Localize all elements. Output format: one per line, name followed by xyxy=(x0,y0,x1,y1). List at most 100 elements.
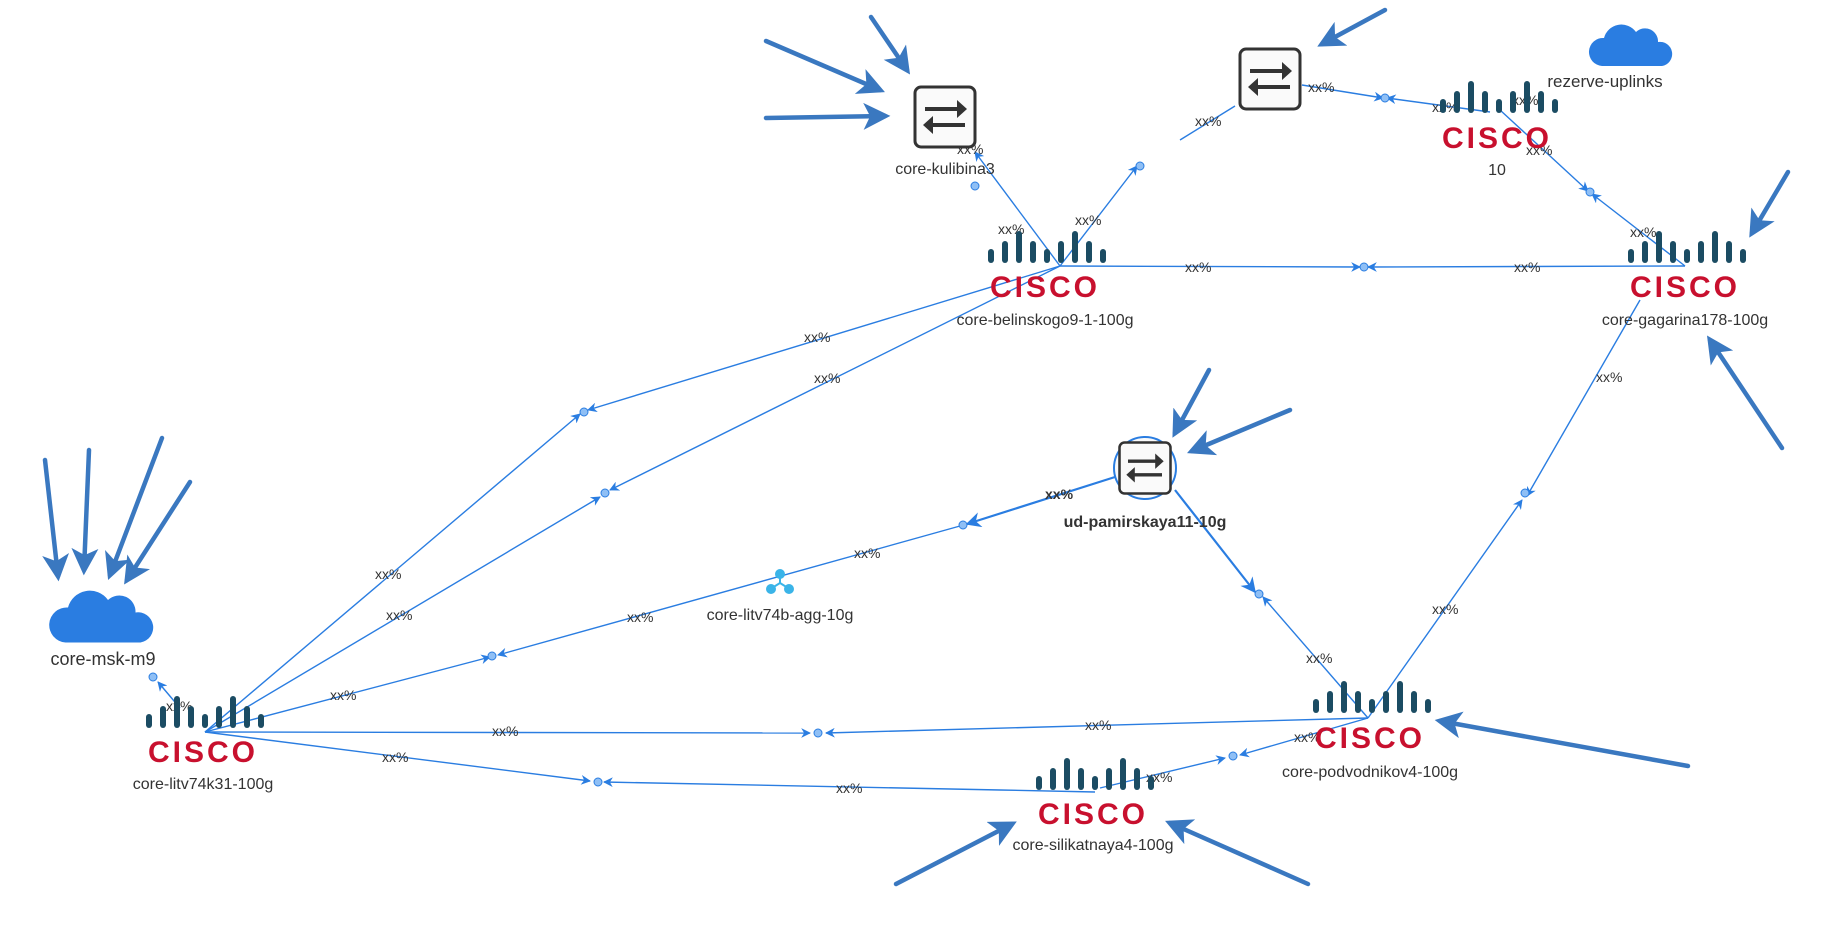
link-gagarina-podvodnikov[interactable] xyxy=(1526,299,1641,497)
annotation-arrow xyxy=(868,14,911,75)
annotation-arrow xyxy=(893,821,1017,887)
annotation-arrow xyxy=(1707,335,1785,451)
annotation-arrows xyxy=(42,7,1791,887)
link-belinskogo-gagarina[interactable] xyxy=(1059,262,1361,272)
link-label: xx% xyxy=(1306,650,1332,666)
link-silikatnaya-litv[interactable] xyxy=(603,777,1096,793)
link-belinskogo-litv-b[interactable] xyxy=(609,265,1061,491)
node-label: core-belinskogo9-1-100g xyxy=(957,312,1134,329)
link-label: xx% xyxy=(330,687,356,703)
link-gagarina-10[interactable] xyxy=(1591,193,1686,267)
annotation-arrow xyxy=(42,457,70,582)
link-agg-litv[interactable] xyxy=(497,525,961,658)
annotation-arrow xyxy=(1165,819,1311,887)
node-label: core-litv74k31-100g xyxy=(133,776,274,793)
links xyxy=(157,84,1686,793)
agg-icon xyxy=(766,569,794,594)
annotation-arrow xyxy=(1317,7,1388,47)
cisco-bars-icon xyxy=(1036,758,1154,790)
link-label: xx% xyxy=(1596,369,1622,385)
node-10[interactable]: CISCO 10 xyxy=(1440,81,1558,179)
link-label: xx% xyxy=(1514,259,1540,275)
link-label: xx% xyxy=(1526,142,1552,158)
node-label: core-litv74b-agg-10g xyxy=(707,607,854,624)
annotation-arrow xyxy=(1187,407,1293,456)
link-litv-belinskogo-b[interactable] xyxy=(204,496,601,733)
node-litv74b-agg[interactable]: core-litv74b-agg-10g xyxy=(707,569,854,624)
link-gagarina-belinskogo[interactable] xyxy=(1367,262,1686,272)
node-podvodnikov[interactable]: CISCO core-podvodnikov4-100g xyxy=(1282,681,1458,781)
node-gagarina[interactable]: CISCO core-gagarina178-100g xyxy=(1602,231,1768,329)
link-label: xx% xyxy=(1075,212,1101,228)
link-podvodnikov-gagarina[interactable] xyxy=(1367,499,1523,719)
node-label: core-gagarina178-100g xyxy=(1602,312,1768,329)
link-label: xx% xyxy=(854,545,880,561)
node-label: rezerve-uplinks xyxy=(1547,72,1662,91)
link-label: xx% xyxy=(386,607,412,623)
link-labels: xx% xx% xx% xx% xx% xx% xx% xx% xx% xx% … xyxy=(166,79,1656,796)
cloud-icon xyxy=(49,590,154,643)
node-kulibina3[interactable]: core-kulibina3 xyxy=(895,85,995,178)
annotation-arrow xyxy=(1434,711,1691,769)
link-belinskogo-litv-a[interactable] xyxy=(587,265,1061,413)
node-switch-top[interactable] xyxy=(1238,47,1302,111)
annotation-arrow xyxy=(124,479,193,585)
node-rezerve-uplinks[interactable]: rezerve-uplinks xyxy=(1547,24,1673,91)
node-label: 10 xyxy=(1488,162,1506,179)
link-litv-podvodnikov[interactable] xyxy=(204,728,811,738)
link-label: xx% xyxy=(492,723,518,739)
annotation-arrow xyxy=(763,38,885,94)
link-swtop-10[interactable] xyxy=(1301,84,1384,102)
link-litv-agg[interactable] xyxy=(204,654,491,733)
node-label: core-silikatnaya4-100g xyxy=(1013,837,1174,854)
node-pamirskaya[interactable]: ud-pamirskaya11-10g xyxy=(1064,436,1227,531)
switch-icon xyxy=(913,85,977,149)
annotation-arrow xyxy=(71,447,99,576)
link-label: xx% xyxy=(1294,729,1320,745)
link-label: xx% xyxy=(836,780,862,796)
switch-icon xyxy=(1118,441,1172,495)
node-label: core-kulibina3 xyxy=(895,161,995,178)
node-silikatnaya[interactable]: CISCO core-silikatnaya4-100g xyxy=(1013,758,1174,854)
cisco-logo: CISCO xyxy=(148,736,258,769)
cisco-logo: CISCO xyxy=(1442,122,1552,155)
cisco-logo: CISCO xyxy=(990,271,1100,304)
link-midpoints xyxy=(148,93,1595,787)
link-label: xx% xyxy=(804,329,830,345)
link-podvodnikov-litv[interactable] xyxy=(825,717,1369,738)
annotation-arrow xyxy=(763,102,891,130)
link-label: xx% xyxy=(375,566,401,582)
link-litv-belinskogo-a[interactable] xyxy=(204,413,581,733)
node-litv74k31[interactable]: CISCO core-litv74k31-100g xyxy=(133,696,274,793)
cisco-bars-icon xyxy=(1313,681,1431,713)
annotation-arrow xyxy=(1172,367,1212,438)
link-pamirskaya-agg[interactable] xyxy=(965,475,1116,528)
node-msk-m9[interactable]: core-msk-m9 xyxy=(49,590,156,669)
link-label: xx% xyxy=(1432,601,1458,617)
link-litv-silikatnaya[interactable] xyxy=(204,731,591,785)
link-swtop-swtop2[interactable] xyxy=(1179,105,1236,141)
cisco-bars-icon xyxy=(1440,81,1558,113)
node-label: core-msk-m9 xyxy=(50,649,155,669)
link-label: xx% xyxy=(1045,486,1074,502)
node-belinskogo[interactable]: CISCO core-belinskogo9-1-100g xyxy=(957,231,1134,329)
cisco-bars-icon xyxy=(146,696,264,728)
link-podvodnikov-pamirskaya[interactable] xyxy=(1262,596,1369,719)
node-label: ud-pamirskaya11-10g xyxy=(1064,514,1227,531)
link-podvodnikov-silikatnaya[interactable] xyxy=(1239,717,1369,758)
link-belinskogo-kulibina[interactable] xyxy=(974,151,1061,267)
node-label: core-podvodnikov4-100g xyxy=(1282,764,1458,781)
cisco-logo: CISCO xyxy=(1630,271,1740,304)
link-10-gagarina[interactable] xyxy=(1499,109,1589,192)
link-label: xx% xyxy=(1630,224,1656,240)
link-label: xx% xyxy=(627,609,653,625)
cisco-logo: CISCO xyxy=(1315,722,1425,755)
link-label: xx% xyxy=(1195,113,1221,129)
link-label: xx% xyxy=(1085,717,1111,733)
switch-icon xyxy=(1238,47,1302,111)
link-pamirskaya-podvodnikov[interactable] xyxy=(1174,489,1256,594)
annotation-arrow xyxy=(105,435,165,581)
cisco-logo: CISCO xyxy=(1038,798,1148,831)
link-label: xx% xyxy=(814,370,840,386)
